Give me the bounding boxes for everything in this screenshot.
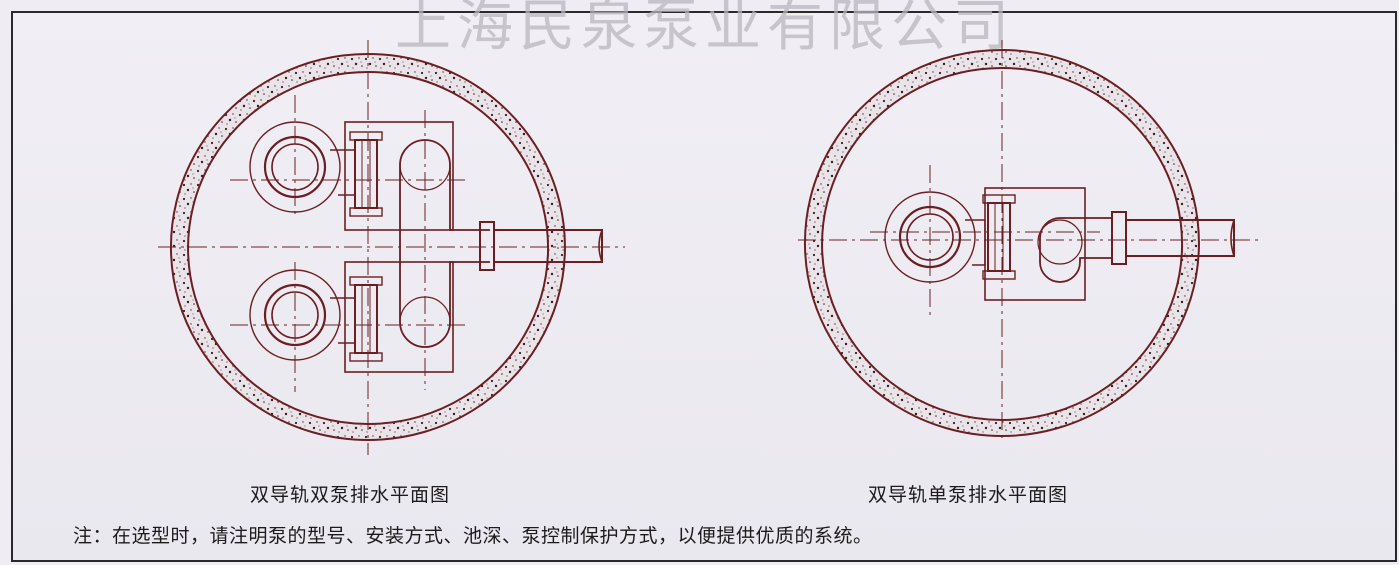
single-pump-plan-caption: 双导轨单泵排水平面图: [868, 484, 1069, 506]
right-base-plate: [984, 187, 1086, 301]
right-discharge-pipe: [1037, 211, 1235, 283]
double-pump-plan-caption: 双导轨双泵排水平面图: [250, 484, 451, 506]
double-pump-plan: [158, 40, 625, 455]
left-lower-pump: [249, 269, 383, 362]
selection-note: 注：在选型时，请注明泵的型号、安装方式、池深、泵控制保护方式，以便提供优质的系统…: [73, 525, 873, 547]
right-pump: [884, 191, 1016, 283]
right-centerlines: [798, 40, 1260, 440]
left-upper-base-plate: [344, 121, 454, 231]
left-discharge-manifold: [399, 139, 603, 348]
company-watermark: 上海民泉泵业有限公司: [395, 0, 1015, 59]
left-lower-base-plate: [344, 261, 454, 373]
left-centerlines: [158, 40, 625, 455]
right-well-wall: [804, 49, 1200, 437]
left-upper-pump: [249, 121, 383, 217]
single-pump-plan: [798, 40, 1260, 440]
left-well-wall: [170, 53, 566, 441]
